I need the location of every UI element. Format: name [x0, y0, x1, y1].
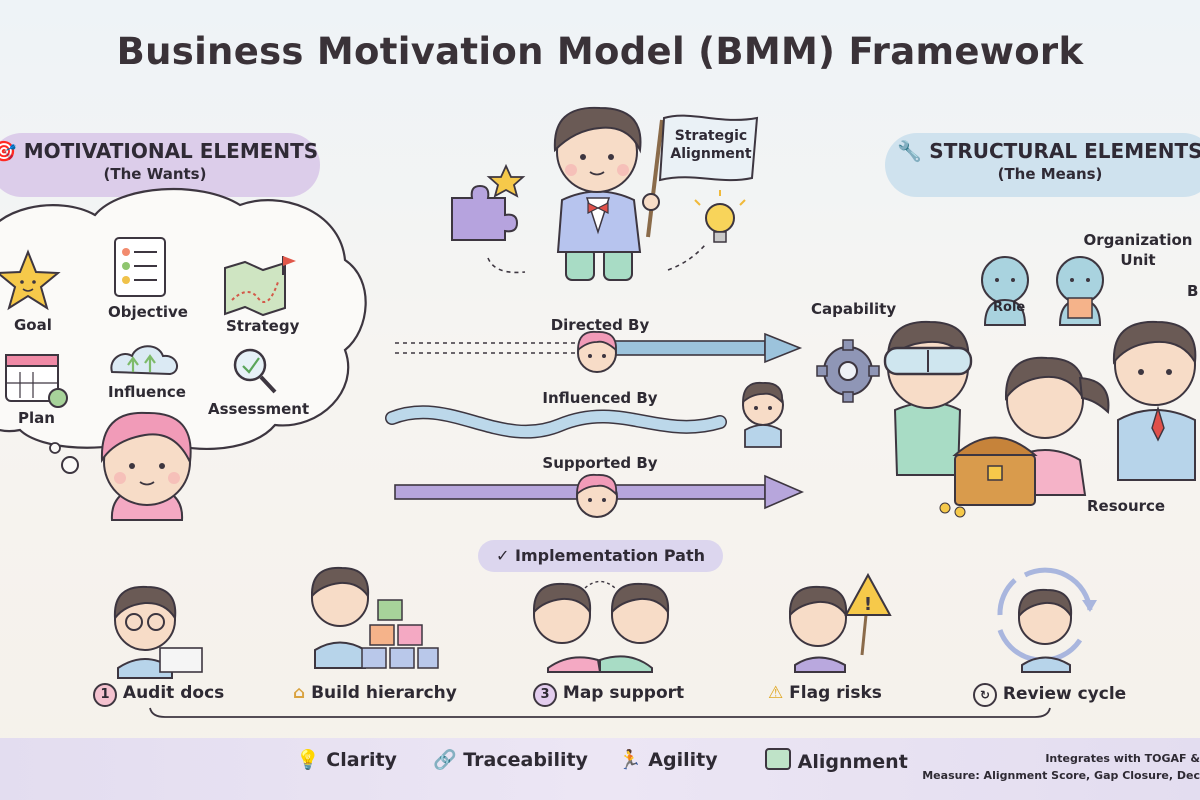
star-icon — [0, 249, 61, 311]
step-build-hierarchy: ⌂ Build hierarchy — [293, 683, 457, 703]
target-icon: 🎯 — [0, 139, 17, 163]
relation-child-3 — [576, 473, 618, 518]
directed-by-arrow — [395, 332, 803, 364]
role-figure — [981, 256, 1029, 326]
warning-icon: ⚠ — [768, 683, 784, 703]
plan-label: Plan — [18, 409, 55, 427]
checklist-icon — [114, 237, 166, 297]
directed-by-label: Directed By — [550, 316, 650, 334]
step-flag-risks: ⚠ Flag risks — [768, 683, 882, 703]
structural-heading: 🔧 STRUCTURAL ELEMENTS — [897, 139, 1200, 163]
org-unit-figure — [1056, 256, 1104, 326]
step-review-cycle: ↻ Review cycle — [973, 683, 1126, 707]
togaf-note: Integrates with TOGAF & — [1045, 752, 1200, 765]
steps-bracket — [149, 707, 1051, 718]
dashed-curve-left — [487, 257, 526, 274]
step-1-figure — [113, 585, 203, 679]
benefit-traceability: 🔗 Traceability — [433, 749, 588, 771]
magnifier-icon — [233, 348, 277, 394]
measure-note: Measure: Alignment Score, Gap Closure, D… — [922, 769, 1200, 782]
step-map-support: 3 Map support — [533, 683, 684, 707]
relation-child-1 — [577, 330, 617, 373]
structural-subheading: (The Means) — [997, 165, 1103, 183]
tie-boy — [1112, 320, 1197, 481]
influenced-by-wave — [385, 405, 727, 439]
organization-unit-label: Organization Unit — [1083, 231, 1193, 269]
role-label: Role — [993, 300, 1026, 315]
hierarchy-icon: ⌂ — [293, 683, 306, 703]
resource-label: Resource — [1087, 497, 1166, 515]
cloud-arrows-icon — [110, 345, 179, 376]
motivational-subheading: (The Wants) — [103, 165, 207, 183]
puzzle-icon — [451, 184, 519, 241]
thought-cloud — [0, 187, 367, 451]
wrench-icon: 🔧 — [897, 139, 923, 163]
gear-icon — [816, 339, 880, 403]
lightbulb-icon — [694, 190, 746, 243]
influence-label: Influence — [108, 383, 186, 401]
calendar-icon — [5, 354, 68, 408]
running-figure-icon: 🏃 — [618, 749, 642, 771]
page-title: Business Motivation Model (BMM) Framewor… — [116, 30, 1084, 73]
flag-boy — [553, 106, 759, 281]
assessment-label: Assessment — [208, 400, 310, 418]
structural-elements-header: 🔧 STRUCTURAL ELEMENTS (The Means) — [885, 133, 1200, 197]
step-3-figure — [532, 580, 670, 673]
alignment-icon — [765, 748, 791, 770]
goggles-child — [883, 320, 973, 476]
goal-label: Goal — [14, 316, 52, 334]
benefit-alignment: Alignment — [765, 748, 908, 773]
relation-child-2 — [742, 381, 784, 448]
number-3-icon: 3 — [533, 683, 557, 707]
motivational-elements-header: 🎯 MOTIVATIONAL ELEMENTS (The Wants) — [0, 133, 320, 197]
motivational-heading: 🎯 MOTIVATIONAL ELEMENTS — [0, 139, 320, 163]
cut-off-label: B — [1187, 282, 1199, 300]
implementation-path-header: ✓ Implementation Path — [478, 540, 723, 572]
thinking-child — [100, 411, 192, 521]
dashed-curve-right — [667, 244, 706, 271]
step-5-figure — [997, 567, 1097, 673]
link-icon: 🔗 — [433, 749, 457, 771]
svg-text:!: ! — [864, 594, 872, 615]
cycle-icon: ↻ — [973, 683, 997, 707]
treasure-chest-icon — [939, 436, 1038, 518]
supported-by-label: Supported By — [542, 454, 658, 472]
capability-label: Capability — [811, 300, 897, 318]
objective-label: Objective — [108, 303, 188, 321]
number-1-icon: 1 — [93, 683, 117, 707]
step-audit-docs: 1 Audit docs — [93, 683, 224, 707]
influenced-by-label: Influenced By — [542, 389, 658, 407]
step-4-figure: ! — [788, 572, 892, 673]
flag-text: Strategic Alignment — [670, 128, 752, 162]
benefits-footer — [0, 738, 1200, 800]
benefit-clarity: 💡 Clarity — [296, 749, 397, 771]
map-icon — [224, 256, 296, 317]
check-icon: ✓ — [496, 546, 510, 565]
benefit-agility: 🏃 Agility — [618, 749, 718, 771]
small-star-icon — [486, 163, 526, 198]
lightbulb-small-icon: 💡 — [296, 749, 320, 771]
strategy-label: Strategy — [226, 317, 300, 335]
step-2-figure — [310, 566, 439, 669]
